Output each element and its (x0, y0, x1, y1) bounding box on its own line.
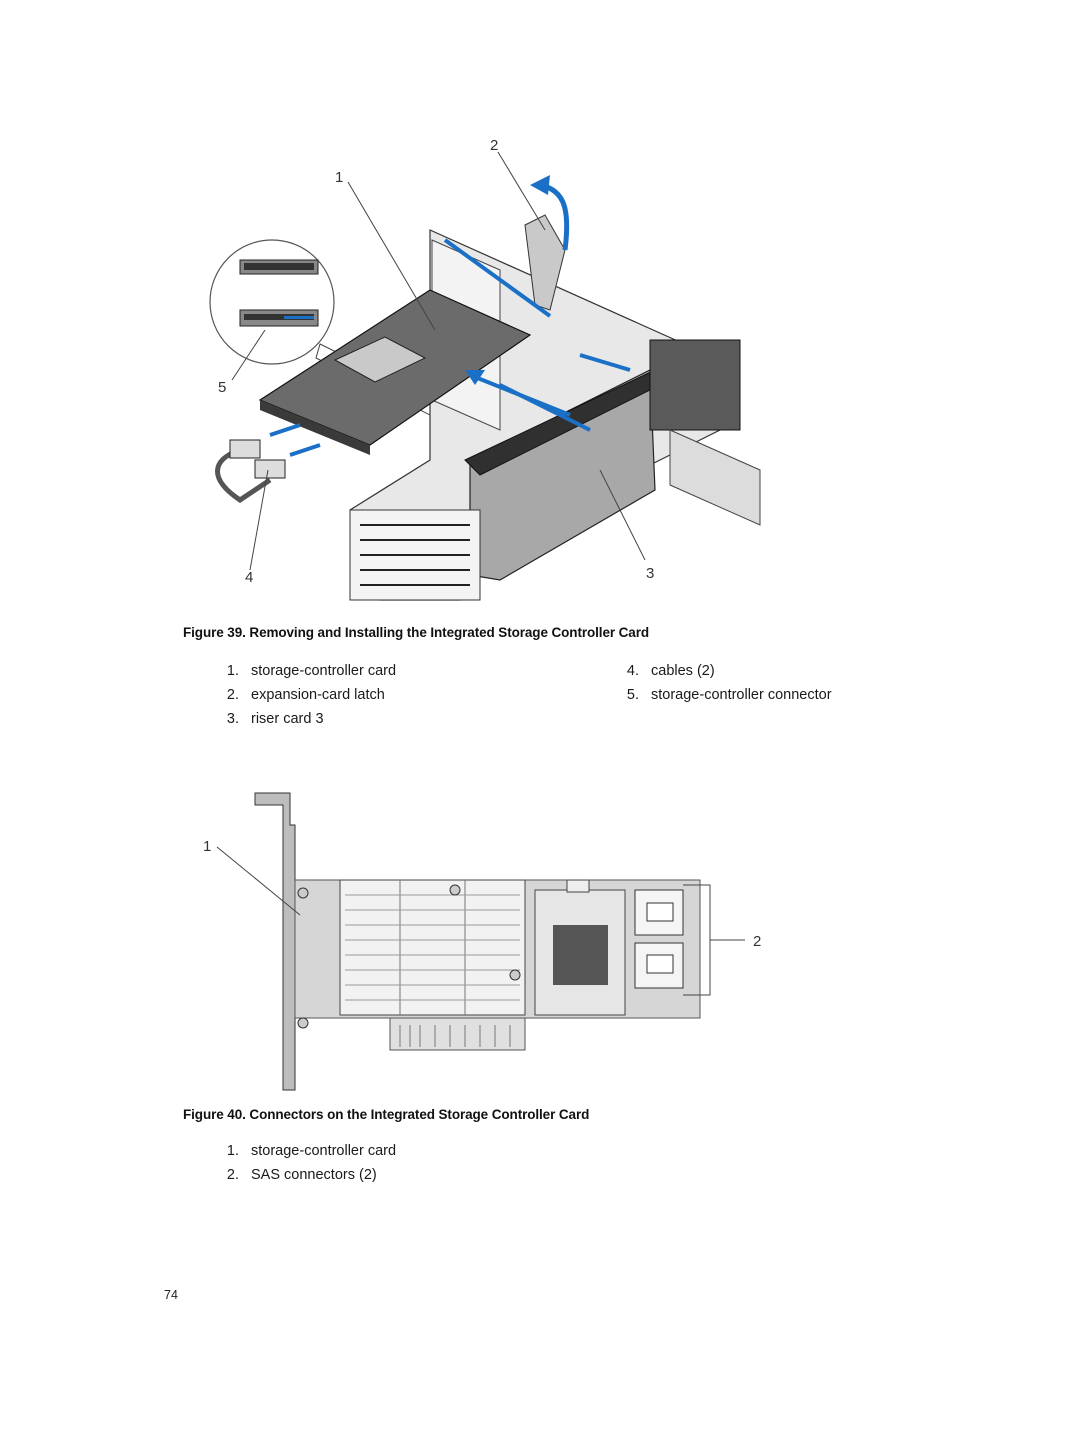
figure-39-caption: Figure 39. Removing and Installing the I… (183, 625, 650, 640)
callout-2: 2 (490, 137, 498, 154)
pcie-edge-connector (389, 1017, 526, 1051)
figure-39-legend: 1.storage-controller card 2.expansion-ca… (226, 663, 832, 727)
callout-1: 1 (335, 169, 343, 186)
zoom-circle (209, 239, 335, 365)
callout-3: 3 (646, 565, 654, 582)
callout-2: 2 (753, 933, 761, 950)
callout-5: 5 (218, 379, 226, 396)
page-number: 74 (164, 1288, 178, 1302)
direction-arrows (269, 175, 631, 457)
figure-40-illustration: 1 2 (203, 792, 761, 1091)
expansion-card-latch (524, 214, 566, 311)
callout-4: 4 (245, 569, 253, 586)
callout-1: 1 (203, 838, 211, 855)
figure-40-caption: Figure 40. Connectors on the Integrated … (183, 1107, 590, 1122)
card-bracket (254, 792, 296, 1091)
figure-40-legend: 1.storage-controller card 2.SAS connecto… (226, 1143, 397, 1183)
heatsink (339, 879, 526, 1016)
figure-39-illustration: 1 2 3 4 5 (209, 137, 761, 601)
